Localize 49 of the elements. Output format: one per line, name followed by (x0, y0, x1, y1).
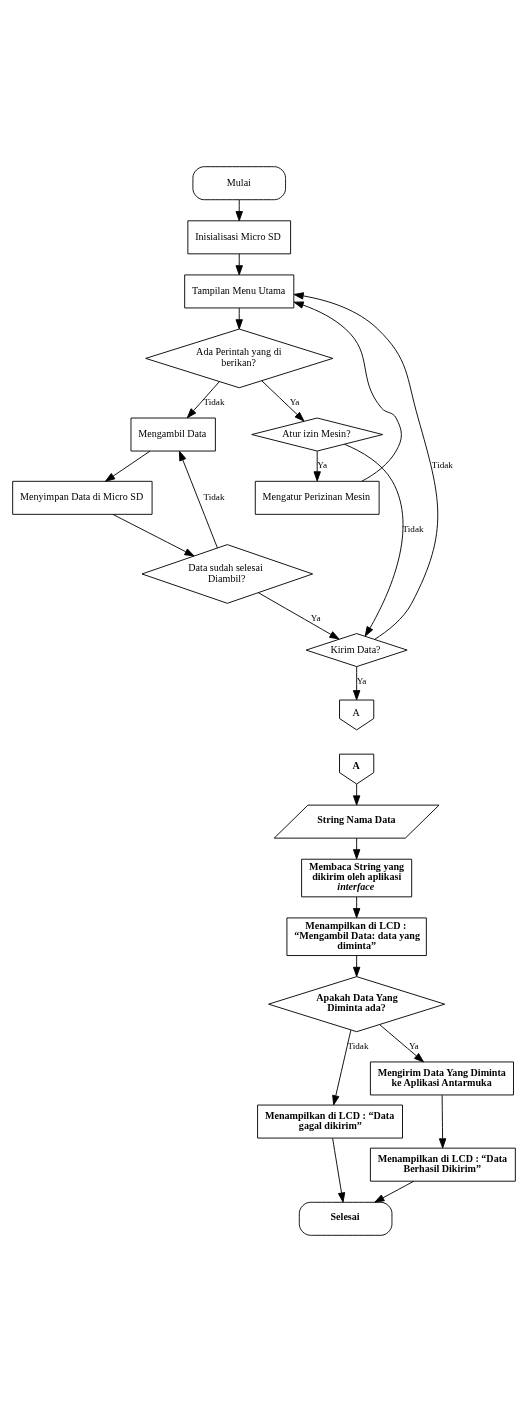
edge-label: Tidak (402, 523, 424, 534)
node-box: Selesai (298, 1201, 392, 1236)
node-diamond: Atur izin Mesin? (250, 417, 383, 451)
arrow (313, 450, 321, 481)
arrow (186, 380, 220, 418)
node-diamond: Ada Perintah yang di berikan? (144, 328, 333, 388)
edge-label: Ya (289, 396, 299, 407)
arrow (379, 1023, 424, 1062)
arrow (235, 307, 243, 329)
arrow (235, 252, 243, 275)
arrow (235, 198, 243, 221)
node-box: Mengirim Data Yang Diminta ke Aplikasi Antarmuka (369, 1061, 514, 1095)
arrow (260, 379, 304, 421)
node-diamond: Apakah Data Yang Diminta ada? (267, 975, 445, 1032)
arrow (352, 896, 360, 918)
node-box: Menampilkan di LCD : “Data gagal dikirim” (256, 1104, 403, 1139)
node-box: Tampilan Menu Utama (183, 273, 294, 308)
node-box: Mengatur Perizinan Mesin (254, 480, 380, 515)
arrow (352, 837, 360, 859)
edge-label: Tidak (346, 1040, 369, 1051)
node-box: Mulai (191, 165, 286, 200)
node-box: Menampilkan di LCD : “Mengambil Data: data yang diminta” (285, 916, 427, 956)
arrow (352, 954, 360, 977)
edge-label: Ya (356, 675, 366, 686)
edge-label: Ya (310, 612, 321, 623)
node-box: Inisialisasi Micro SD (186, 219, 291, 254)
arrow (331, 1137, 345, 1203)
arrow (331, 1029, 351, 1105)
node-box: Menampilkan di LCD : “Data Berhasil Dikirim” (369, 1147, 516, 1182)
edge-label: Tidak (202, 491, 225, 502)
node-box: Mengambil Data (130, 417, 216, 451)
node-box: Menyimpan Data di Micro SD (11, 480, 153, 515)
arrow (257, 591, 339, 639)
edge-label: Ya (408, 1040, 419, 1051)
node-box: Membaca String yang dikirim oleh aplikasi interface (300, 858, 412, 897)
arrow (352, 665, 360, 700)
edge-label: Ya (316, 459, 327, 470)
arrow (373, 1180, 414, 1203)
node-diamond: Data sudah selesai Diambil? (141, 543, 313, 604)
arrow (293, 291, 438, 640)
arrow (343, 443, 403, 636)
arrow (104, 450, 150, 482)
arrow (438, 1094, 446, 1148)
arrow (293, 300, 402, 482)
arrow (178, 450, 218, 548)
edge-label: Tidak (202, 396, 225, 407)
arrow (112, 513, 195, 556)
edge-label: Tidak (431, 459, 453, 470)
arrow (352, 783, 360, 805)
